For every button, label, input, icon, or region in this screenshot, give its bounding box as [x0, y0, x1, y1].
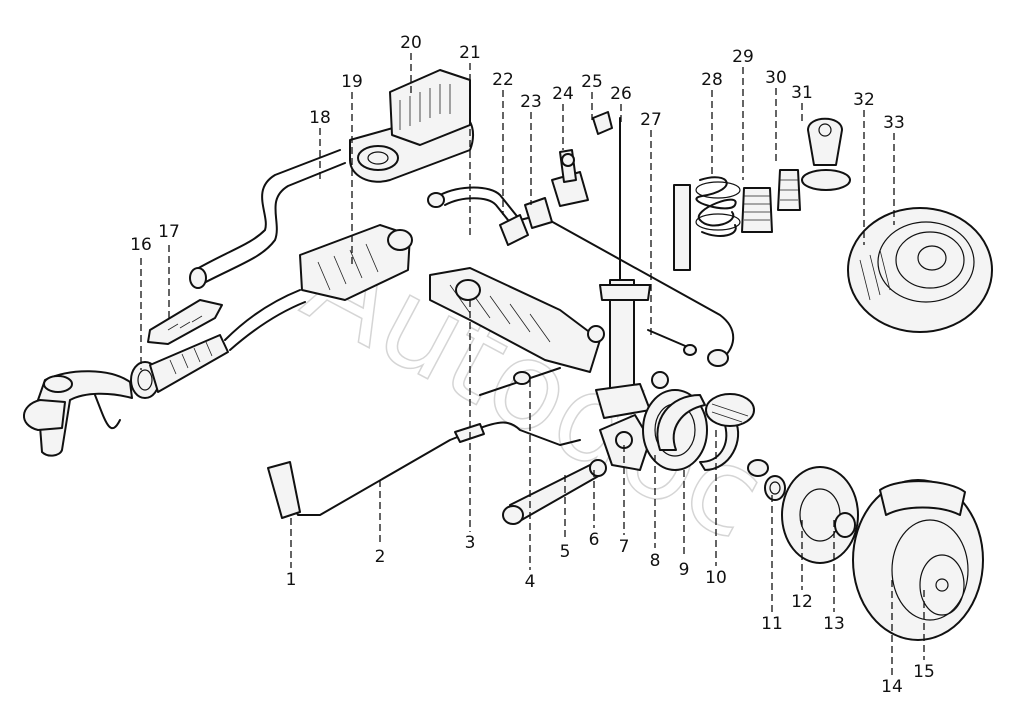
- callout-33: 33: [883, 113, 905, 133]
- callout-6: 6: [589, 530, 600, 550]
- exhaust-tail-pipe: [189, 149, 346, 289]
- callout-29: 29: [732, 47, 754, 67]
- callout-28: 28: [701, 70, 723, 90]
- callout-30: 30: [765, 68, 787, 88]
- callout-16: 16: [130, 235, 152, 255]
- callout-labels: 1 2 3 4 5 6 7 8 9 10 11 12 13 14 15 16 1…: [130, 33, 935, 697]
- exhaust-front-pipe: [23, 370, 133, 457]
- callout-8: 8: [650, 551, 661, 571]
- callout-3: 3: [465, 533, 476, 553]
- callout-22: 22: [492, 70, 514, 90]
- callout-19: 19: [341, 72, 363, 92]
- callout-24: 24: [552, 84, 574, 104]
- callout-27: 27: [640, 110, 662, 130]
- callout-1: 1: [286, 570, 297, 590]
- tyre: [847, 207, 993, 333]
- callout-32: 32: [853, 90, 875, 110]
- strut-top-mount: [801, 117, 851, 191]
- wheel-complete: [852, 479, 984, 641]
- callout-18: 18: [309, 108, 331, 128]
- callout-17: 17: [158, 222, 180, 242]
- exhaust-intermediate-pipe: [149, 289, 306, 393]
- callout-21: 21: [459, 43, 481, 63]
- callout-26: 26: [610, 84, 632, 104]
- callout-23: 23: [520, 92, 542, 112]
- bump-stop: [777, 169, 801, 211]
- callout-13: 13: [823, 614, 845, 634]
- callout-2: 2: [375, 547, 386, 567]
- callout-25: 25: [581, 72, 603, 92]
- leader-lines: [140, 53, 925, 675]
- exhaust-heat-shield: [147, 299, 223, 345]
- callout-5: 5: [560, 542, 571, 562]
- callout-9: 9: [679, 560, 690, 580]
- callout-4: 4: [525, 572, 536, 592]
- callout-31: 31: [791, 83, 813, 103]
- callout-11: 11: [761, 614, 783, 634]
- protective-boot: [741, 187, 773, 233]
- wheel-rim-rear: [895, 231, 965, 289]
- front-silencer: [299, 224, 413, 301]
- clip: [592, 111, 613, 135]
- callout-14: 14: [881, 677, 903, 697]
- rear-axle-beam: [429, 267, 601, 373]
- coil-spring: [695, 176, 741, 237]
- stabilizer-bushing-clamp: [499, 197, 553, 246]
- callout-20: 20: [400, 33, 422, 53]
- wheel-rim-front: [919, 554, 965, 616]
- callout-7: 7: [619, 537, 630, 557]
- shock-absorber-strut: [587, 117, 669, 419]
- wheel-bearing: [747, 459, 786, 501]
- hub-carrier: [599, 414, 651, 471]
- callout-12: 12: [791, 592, 813, 612]
- stabilizer-link: [647, 329, 697, 356]
- callout-10: 10: [705, 568, 727, 588]
- brake-drum: [781, 466, 859, 564]
- callout-15: 15: [913, 662, 935, 682]
- trailing-arm-bolt: [479, 367, 561, 396]
- brake-adjuster: [705, 393, 755, 427]
- shock-absorber-rear: [673, 184, 691, 271]
- stabilizer-bracket: [551, 149, 589, 207]
